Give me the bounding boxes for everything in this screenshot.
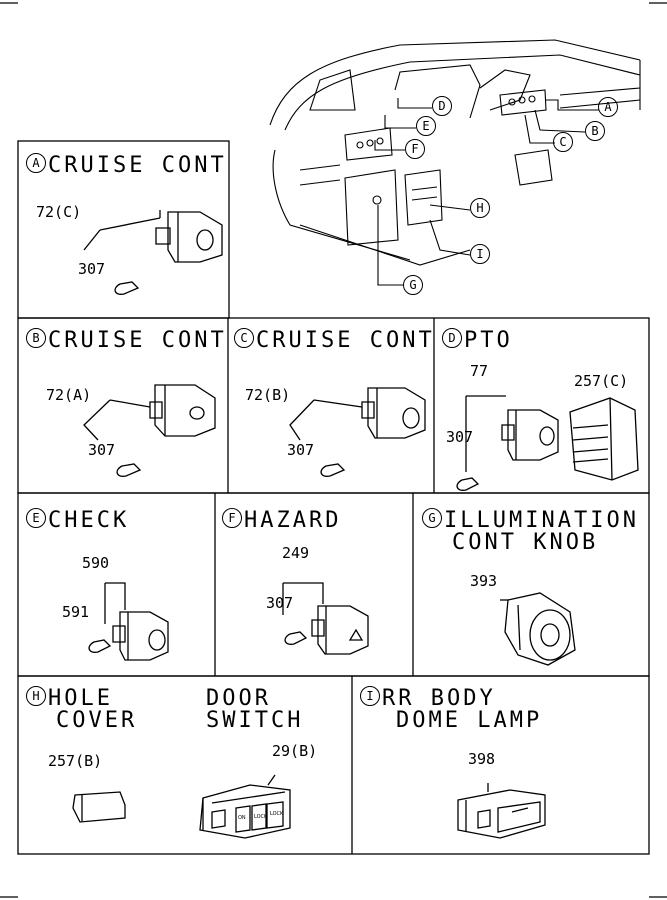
callout-I: I (470, 244, 492, 267)
panel-E-art (88, 582, 169, 661)
panel-I-art (457, 783, 546, 839)
panel-B-art (83, 384, 216, 477)
part-label: 72(A) (46, 386, 92, 404)
part-label: 307 (78, 260, 106, 278)
panel-G-subtitle: CONT KNOB (452, 530, 599, 555)
panel-F-art (282, 582, 369, 655)
part-label: 29(B) (272, 742, 318, 760)
panel-A-art (83, 210, 223, 295)
part-label: 307 (287, 441, 315, 459)
part-label: 72(C) (36, 203, 82, 221)
part-label: 590 (82, 554, 110, 572)
callout-C: C (553, 132, 575, 155)
panel-H-art (72, 774, 291, 839)
part-label: 398 (468, 750, 496, 768)
part-label: 249 (282, 544, 310, 562)
callout-A: A (598, 97, 620, 120)
switch-text: ON (238, 815, 246, 821)
part-label: 307 (266, 594, 294, 612)
callout-F: F (405, 139, 427, 162)
callout-E: E (416, 116, 438, 139)
callout-D: D (432, 96, 454, 119)
grid-row-4 (17, 675, 650, 855)
switch-text: LOCK (270, 811, 284, 817)
part-label: 257(B) (48, 752, 103, 770)
callout-B: B (585, 121, 607, 144)
callout-G: G (403, 275, 425, 298)
panel-H-subtitle-2: SWITCH (206, 708, 304, 733)
switch-text: LOCK (254, 814, 268, 820)
dashboard-overview (269, 39, 641, 266)
panel-I-subtitle: DOME LAMP (396, 708, 543, 733)
part-label: 72(B) (245, 386, 291, 404)
part-label: 307 (446, 428, 474, 446)
part-label: 77 (470, 362, 489, 380)
callout-H: H (470, 198, 492, 221)
part-label: 257(C) (574, 372, 629, 390)
panel-H-subtitle: COVER (56, 708, 138, 733)
overview-leaders (374, 98, 599, 286)
panel-G-art (500, 592, 576, 666)
panel-C-art (289, 387, 426, 477)
part-label: 307 (88, 441, 116, 459)
panel-H-title-2: DOOR (206, 686, 271, 711)
part-label: 591 (62, 603, 90, 621)
panel-D-art (456, 395, 639, 491)
part-label: 393 (470, 572, 498, 590)
